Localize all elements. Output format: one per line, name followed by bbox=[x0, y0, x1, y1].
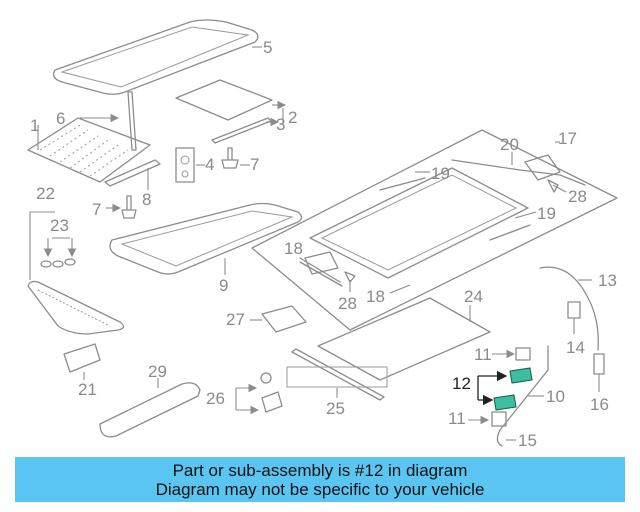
callout-25: 25 bbox=[326, 399, 345, 418]
seal-9 bbox=[109, 202, 303, 275]
callout-16: 16 bbox=[590, 395, 609, 414]
banner-line-1: Part or sub-assembly is #12 in diagram bbox=[172, 460, 468, 480]
highlighted-part-12[interactable] bbox=[477, 367, 533, 411]
rail-25 bbox=[286, 348, 388, 401]
panel-1 bbox=[27, 117, 151, 183]
clip-11b bbox=[468, 411, 507, 427]
callout-11a: 11 bbox=[474, 345, 492, 364]
callout-23: 23 bbox=[50, 216, 69, 235]
clips-23 bbox=[40, 237, 77, 268]
callout-26: 26 bbox=[206, 389, 225, 408]
bolt-7a bbox=[221, 147, 250, 169]
callout-7b: 7 bbox=[92, 200, 101, 219]
banner-line-2: Diagram may not be specific to your vehi… bbox=[155, 479, 485, 499]
drain-tube-10 bbox=[499, 345, 549, 431]
bracket-18b bbox=[389, 284, 411, 294]
grommet-16 bbox=[593, 353, 605, 392]
bracket-4 bbox=[175, 147, 205, 183]
info-banner: Part or sub-assembly is #12 in diagram D… bbox=[15, 457, 625, 502]
rail-8 bbox=[104, 159, 161, 190]
callout-19a: 19 bbox=[431, 164, 450, 183]
strip-3 bbox=[211, 117, 280, 144]
drain-hose-13 bbox=[539, 266, 599, 351]
callout-18b: 18 bbox=[366, 287, 385, 306]
bracket-18a bbox=[304, 251, 339, 275]
deflector-22 bbox=[27, 211, 125, 335]
sunshade-24 bbox=[317, 297, 491, 381]
callout-21: 21 bbox=[78, 380, 97, 399]
callout-27: 27 bbox=[226, 310, 245, 329]
clip-11a bbox=[492, 347, 531, 361]
hose-end-15 bbox=[496, 429, 516, 447]
callout-4: 4 bbox=[205, 155, 214, 174]
callout-2: 2 bbox=[288, 108, 297, 127]
callout-14: 14 bbox=[566, 338, 585, 357]
callout-9: 9 bbox=[219, 276, 228, 295]
callout-18a: 18 bbox=[284, 239, 303, 258]
glass-panel-5 bbox=[52, 19, 262, 95]
cable-19b bbox=[489, 211, 537, 241]
callout-24: 24 bbox=[464, 287, 483, 306]
callout-3: 3 bbox=[276, 115, 285, 134]
callout-5: 5 bbox=[263, 38, 272, 57]
callout-15: 15 bbox=[518, 431, 537, 450]
parts-diagram: 5 2 3 1 6 8 4 7 bbox=[27, 19, 618, 450]
screw-28b bbox=[344, 271, 356, 292]
callout-19b: 19 bbox=[537, 204, 556, 223]
callout-12: 12 bbox=[452, 374, 471, 393]
callout-20: 20 bbox=[500, 135, 519, 154]
cover-21 bbox=[63, 343, 101, 380]
screw-28a bbox=[547, 179, 567, 193]
callout-17: 17 bbox=[558, 129, 577, 148]
callout-13: 13 bbox=[598, 271, 617, 290]
rod-6 bbox=[80, 91, 137, 151]
callout-6: 6 bbox=[56, 109, 65, 128]
callout-28a: 28 bbox=[568, 187, 587, 206]
callout-10: 10 bbox=[546, 387, 565, 406]
callout-11b: 11 bbox=[448, 409, 466, 428]
callout-8: 8 bbox=[142, 190, 151, 209]
callout-29: 29 bbox=[148, 362, 167, 381]
clip-14 bbox=[567, 301, 581, 334]
bolt-7b bbox=[106, 195, 137, 219]
callout-22: 22 bbox=[36, 184, 55, 203]
frame-assembly-17 bbox=[251, 129, 618, 331]
callout-7a: 7 bbox=[250, 155, 259, 174]
callout-28b: 28 bbox=[338, 294, 357, 313]
motor-20 bbox=[511, 152, 561, 181]
shade-panel-2 bbox=[175, 79, 287, 121]
fasteners-26 bbox=[235, 372, 283, 415]
handle-29 bbox=[99, 378, 201, 438]
motor-27 bbox=[250, 305, 307, 333]
cable-19a bbox=[379, 171, 430, 191]
callout-1: 1 bbox=[30, 116, 39, 135]
